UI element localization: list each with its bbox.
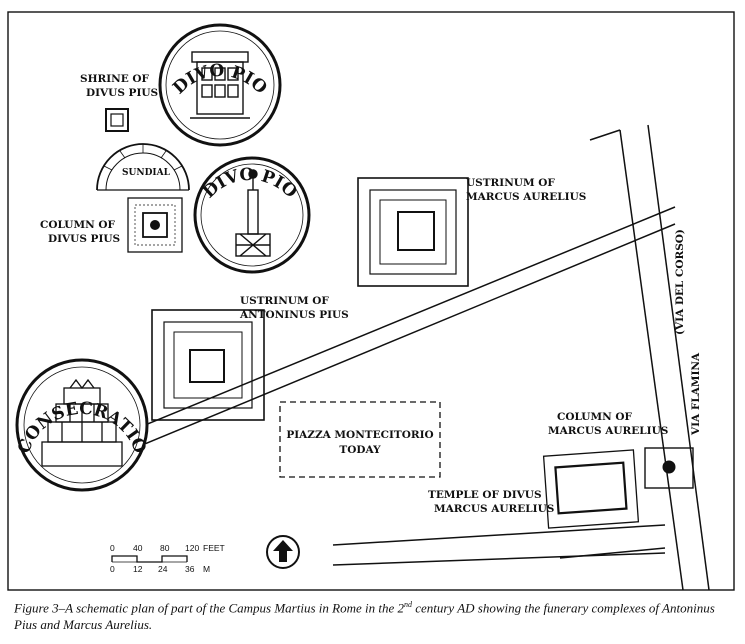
column-pius-label-line1: COLUMN OF [40,219,115,231]
coin-consecratio: CONSECRATIO [14,358,150,492]
column-marcus-label-line1: COLUMN OF [557,411,632,423]
ustrinum-marcus-label-line1: USTRINUM OF [466,177,555,189]
sundial: SUNDIAL [96,143,190,191]
ustrinum-antoninus-label-line2: ANTONINUS PIUS [239,309,349,321]
piazza-montecitorio: PIAZZA MONTECITORIO TODAY [279,401,441,478]
ustrinum-of-antoninus-pius: USTRINUM OF ANTONINUS PIUS [151,295,349,421]
north-arrow-icon [266,535,300,569]
temple-of-divus-marcus-aurelius: TEMPLE OF DIVUS MARCUS AURELIUS [428,449,640,529]
streets [47,124,710,591]
scale-bar: 0 40 80 120 FEET 0 12 24 36 M [110,543,225,574]
temple-label-line1: TEMPLE OF DIVUS [428,489,542,501]
caption-prefix: Figure 3–A schematic plan of part of the… [14,600,404,616]
shrine-of-divus-pius: SHRINE OF DIVUS PIUS [80,73,158,132]
column-of-divus-pius: COLUMN OF DIVUS PIUS [40,197,183,253]
scale-feet-tick-1: 40 [133,543,143,553]
shrine-label-line1: SHRINE OF [80,73,150,85]
sundial-label: SUNDIAL [122,168,171,178]
scale-meter-tick-1: 12 [133,564,143,574]
column-marcus-marker-icon [662,460,676,474]
scale-feet-tick-2: 80 [160,543,170,553]
piazza-label-line1: PIAZZA MONTECITORIO [286,429,433,441]
coin-divo-pio-column: DIVO PIO [193,156,311,274]
column-pius-label-line2: DIVUS PIUS [48,233,120,245]
scale-feet-tick-0: 0 [110,543,115,553]
figure-caption: Figure 3–A schematic plan of part of the… [14,596,734,633]
via-flamina-label: VIA FLAMINA [690,352,702,436]
caption-superscript: nd [403,600,412,609]
scale-meter-tick-2: 24 [158,564,168,574]
ustrinum-marcus-label-line2: MARCUS AURELIUS [466,191,586,203]
via-del-corso-label: (VIA DEL CORSO) [674,229,686,335]
pyre-engraving-icon [41,378,123,467]
shrine-engraving-icon [190,51,250,119]
temple-label-line2: MARCUS AURELIUS [434,503,554,515]
scale-feet-unit: FEET [203,543,225,553]
ustrinum-antoninus-label-line1: USTRINUM OF [240,295,329,307]
column-marker-icon [150,220,160,230]
shrine-label-line2: DIVUS PIUS [86,87,158,99]
scale-meter-unit: M [203,564,210,574]
column-of-marcus-aurelius: COLUMN OF MARCUS AURELIUS [548,411,694,489]
piazza-label-line2: TODAY [339,444,381,456]
coin-divo-pio-shrine: DIVO PIO [158,23,282,147]
scale-feet-tick-3: 120 [185,543,199,553]
scale-meter-tick-0: 0 [110,564,115,574]
caption-suffix: century AD showing the funerary complexe… [14,600,715,633]
column-marcus-label-line2: MARCUS AURELIUS [548,425,668,437]
map-frame [7,11,735,591]
column-engraving-icon [235,169,271,257]
scale-meter-tick-3: 36 [185,564,195,574]
ustrinum-of-marcus-aurelius: USTRINUM OF MARCUS AURELIUS [357,177,586,287]
